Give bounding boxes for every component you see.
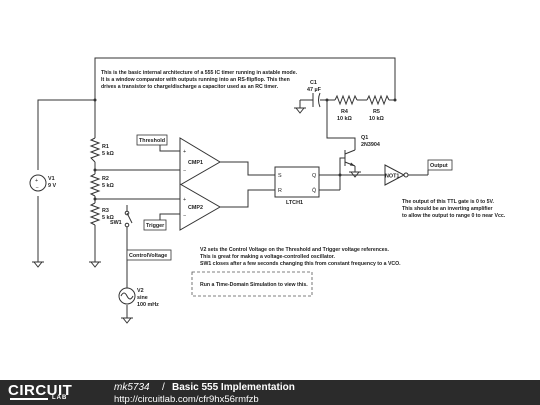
svg-text:S: S	[278, 173, 282, 179]
svg-text:Trigger: Trigger	[146, 223, 165, 229]
svg-text:CMP1: CMP1	[188, 160, 203, 166]
svg-text:drives a transistor to charge/: drives a transistor to charge/discharge …	[101, 84, 279, 90]
svg-text:SW1: SW1	[110, 220, 122, 226]
tag-control-voltage[interactable]: ControlVoltage	[126, 249, 172, 261]
svg-text:+: +	[183, 197, 186, 203]
v2-note: V2 sets the Control Voltage on the Thres…	[200, 247, 401, 267]
comparator-cmp2[interactable]: + − CMP2	[179, 183, 222, 231]
not-gate-not1[interactable]: NOT1	[384, 164, 409, 186]
voltage-source-v2[interactable]: V2 sine 100 mHz	[118, 287, 159, 308]
svg-text:100 mHz: 100 mHz	[137, 302, 159, 308]
latch-ltch1[interactable]: S R Q Q̄ LTCH1	[274, 166, 320, 206]
svg-text:2N3904: 2N3904	[361, 142, 380, 148]
tag-output[interactable]: Output	[427, 159, 453, 175]
v1-value: 9 V	[48, 183, 56, 189]
ground-c1	[294, 107, 306, 114]
tag-threshold[interactable]: Threshold	[136, 134, 168, 146]
svg-text:−: −	[183, 213, 186, 219]
svg-text:5 kΩ: 5 kΩ	[102, 215, 114, 221]
capacitor-c1[interactable]: C1 47 µF	[307, 80, 322, 108]
svg-text:10 kΩ: 10 kΩ	[337, 116, 352, 122]
circuit-url[interactable]: http://circuitlab.com/cfr9hx56rmfzb	[114, 394, 259, 405]
junction-dots	[93, 98, 397, 201]
author-link[interactable]: mk5734	[114, 382, 150, 393]
v1-name: V1	[48, 176, 55, 182]
schematic-canvas: This is the basic internal architecture …	[29, 57, 506, 324]
circuitlab-logo-sub: LAB	[52, 395, 68, 401]
footer-bar: CIRCUIT LAB mk5734 / Basic 555 Implement…	[0, 380, 540, 405]
svg-text:The output of this TTL gate is: The output of this TTL gate is 0 to 5V.	[402, 199, 494, 205]
circuitlab-logo[interactable]: CIRCUIT	[8, 382, 73, 399]
resistor-r5[interactable]: R5 10 kΩ	[366, 94, 390, 122]
ground-r3	[89, 261, 101, 268]
svg-text:R: R	[278, 188, 282, 194]
resistor-r4[interactable]: R4 10 kΩ	[334, 94, 358, 122]
ground-q1	[349, 171, 361, 178]
svg-text:V2: V2	[137, 288, 144, 294]
svg-text:ControlVoltage: ControlVoltage	[129, 253, 167, 259]
wires	[37, 57, 428, 318]
minus-sign: −	[36, 185, 39, 191]
svg-text:to allow the output to range 0: to allow the output to range 0 to near V…	[402, 213, 506, 219]
svg-text:Q̄: Q̄	[312, 187, 316, 194]
svg-text:5 kΩ: 5 kΩ	[102, 183, 114, 189]
svg-text:It is a window comparator with: It is a window comparator with outputs r…	[101, 77, 290, 83]
svg-text:sine: sine	[137, 295, 148, 301]
svg-text:+: +	[183, 149, 186, 155]
svg-text:SW1 closes after a few seconds: SW1 closes after a few seconds changing …	[200, 261, 401, 267]
svg-text:10 kΩ: 10 kΩ	[369, 116, 384, 122]
ground-v2	[121, 317, 133, 324]
plus-sign: +	[35, 178, 38, 184]
svg-text:−: −	[183, 168, 186, 174]
svg-text:Run a Time-Domain Simulation t: Run a Time-Domain Simulation to view thi…	[200, 282, 308, 288]
svg-text:This should be an inverting am: This should be an inverting amplifier	[402, 206, 493, 212]
svg-text:CMP2: CMP2	[188, 205, 203, 211]
svg-text:5 kΩ: 5 kΩ	[102, 151, 114, 157]
resistor-r3[interactable]: R3 5 kΩ	[89, 202, 114, 226]
svg-text:Output: Output	[430, 163, 448, 169]
svg-text:R3: R3	[102, 208, 109, 214]
svg-text:R5: R5	[373, 109, 380, 115]
svg-text:47 µF: 47 µF	[307, 87, 322, 93]
svg-text:R1: R1	[102, 144, 109, 150]
resistor-r2[interactable]: R2 5 kΩ	[89, 173, 114, 197]
description-text: This is the basic internal architecture …	[101, 70, 298, 90]
svg-text:This is the basic internal arc: This is the basic internal architecture …	[101, 70, 298, 76]
svg-text:R4: R4	[341, 109, 348, 115]
svg-text:V2 sets the Control Voltage on: V2 sets the Control Voltage on the Thres…	[200, 247, 390, 253]
voltage-source-v1[interactable]: + − V1 9 V	[29, 174, 56, 192]
svg-text:Q: Q	[312, 173, 316, 179]
transistor-q1[interactable]: Q1 2N3904	[344, 135, 380, 167]
switch-sw1[interactable]: SW1	[110, 210, 133, 228]
svg-text:LTCH1: LTCH1	[286, 200, 303, 206]
svg-text:This is great for making a vol: This is great for making a voltage-contr…	[200, 254, 335, 260]
circuit-title: Basic 555 Implementation	[172, 382, 295, 393]
output-note: The output of this TTL gate is 0 to 5V. …	[402, 199, 506, 219]
tag-trigger[interactable]: Trigger	[143, 219, 167, 231]
svg-text:R2: R2	[102, 176, 109, 182]
simulation-box[interactable]: Run a Time-Domain Simulation to view thi…	[191, 271, 313, 297]
ground-v1	[32, 261, 44, 268]
logo-underline	[10, 398, 48, 400]
svg-text:C1: C1	[310, 80, 317, 86]
svg-text:NOT1: NOT1	[385, 174, 399, 180]
svg-text:Threshold: Threshold	[139, 138, 165, 144]
resistor-r1[interactable]: R1 5 kΩ	[89, 137, 114, 163]
title-separator: /	[162, 382, 165, 393]
svg-text:Q1: Q1	[361, 135, 368, 141]
comparator-cmp1[interactable]: + − CMP1	[179, 137, 221, 186]
